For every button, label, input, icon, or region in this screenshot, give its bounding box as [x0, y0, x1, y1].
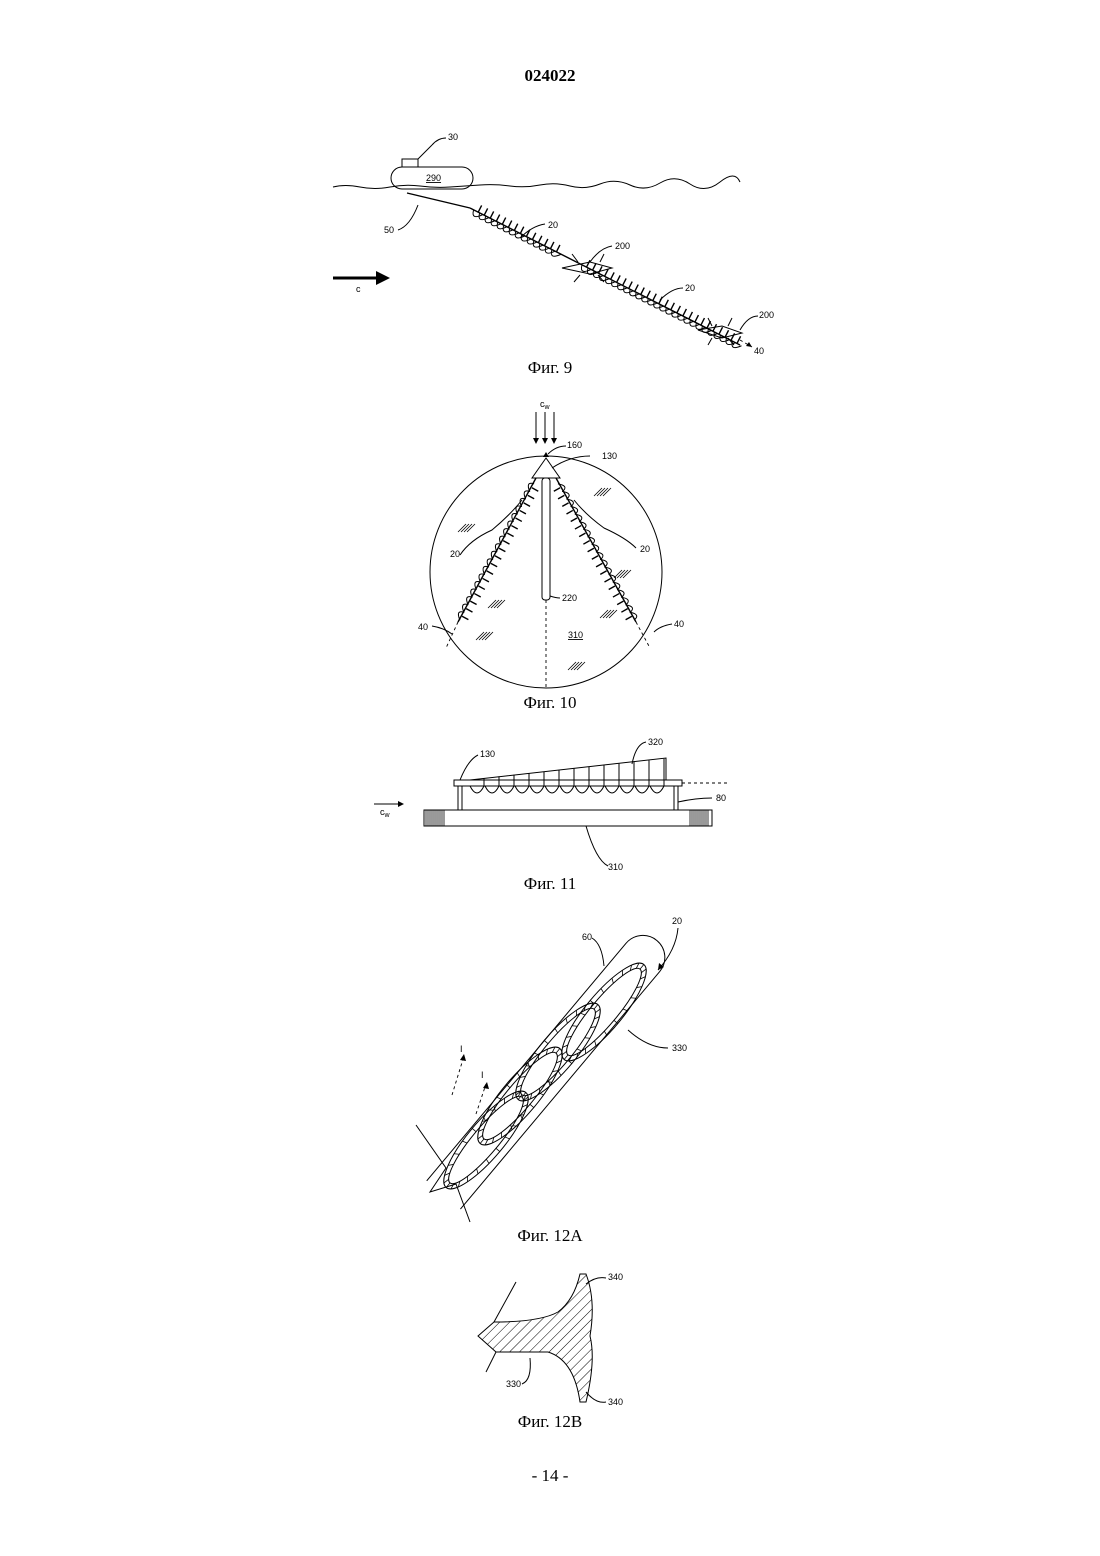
fig12b-label-330: 330 [506, 1379, 521, 1389]
fig12b-label-340-top: 340 [608, 1272, 623, 1282]
page-number: - 14 - [0, 1466, 1100, 1486]
figure-12b-drawing: 340 330 340 [0, 0, 1100, 1420]
figure-12b-caption: Фиг. 12B [0, 1412, 1100, 1432]
fig12b-label-340-bottom: 340 [608, 1397, 623, 1407]
